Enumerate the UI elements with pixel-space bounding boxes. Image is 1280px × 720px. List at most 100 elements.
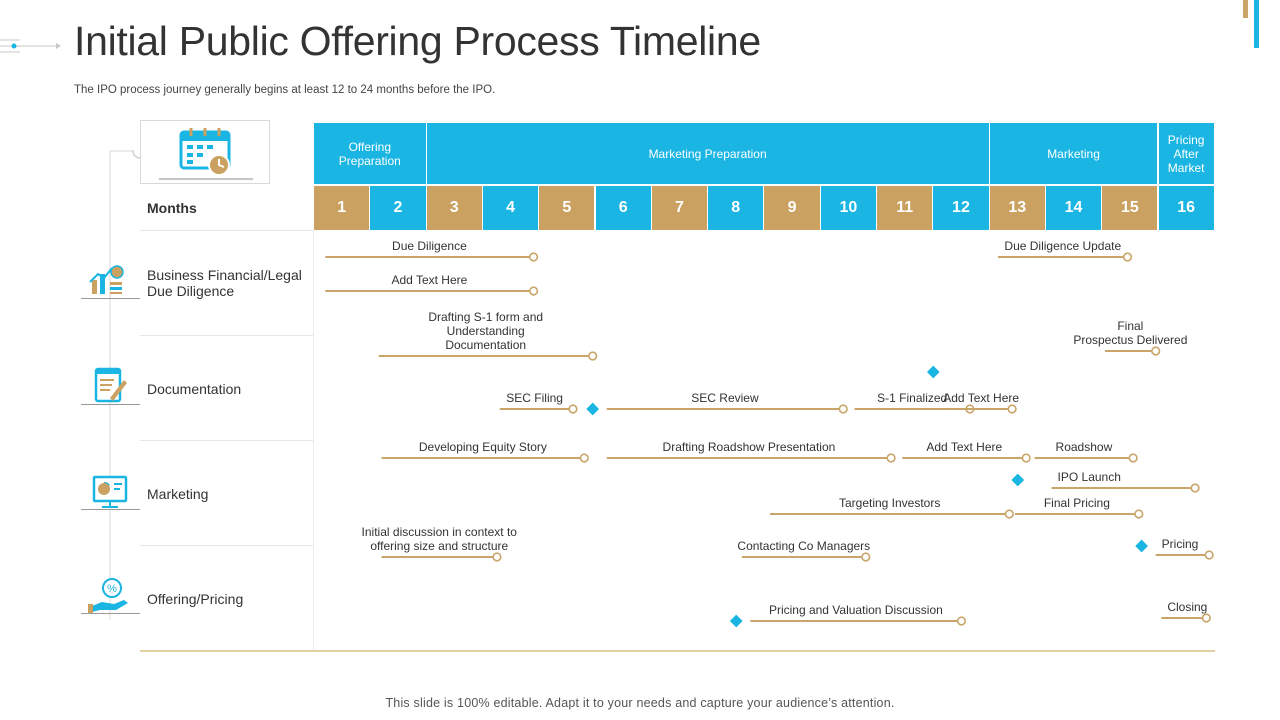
timeline-task: Closing	[1161, 600, 1211, 623]
task-label: Due Diligence Update	[1004, 239, 1121, 253]
milestone-diamond	[1135, 539, 1148, 553]
task-label: Closing	[1167, 600, 1207, 614]
row-separator	[140, 440, 313, 441]
hand-percent-icon: %	[88, 578, 128, 613]
row-separator	[140, 545, 313, 546]
milestone-diamond	[926, 365, 940, 379]
timeline-task: Drafting Roadshow Presentation	[606, 440, 896, 463]
month-cell: 13	[989, 186, 1046, 230]
task-label: Add Text Here	[926, 440, 1002, 454]
task-end-marker	[838, 404, 848, 414]
milestone-diamond	[586, 402, 600, 416]
month-cell: 8	[708, 186, 765, 230]
svg-text:%: %	[107, 583, 117, 595]
task-label: Add Text Here	[943, 391, 1019, 405]
task-end-marker	[1122, 252, 1133, 262]
task-label: S-1 Finalized	[877, 391, 947, 405]
task-end-marker	[528, 252, 539, 262]
timeline-task: Due Diligence Update	[998, 239, 1133, 262]
phase-header-cell: Offering Preparation	[314, 123, 427, 184]
month-cell: 11	[877, 186, 934, 230]
task-end-marker	[1007, 404, 1017, 414]
month-cell: 15	[1102, 186, 1159, 230]
task-end-marker	[528, 286, 539, 296]
task-label: Final Pricing	[1044, 496, 1110, 510]
month-cell: 3	[426, 186, 483, 230]
icon-underline	[81, 404, 140, 405]
task-label: Pricing	[1162, 537, 1199, 551]
month-cell: 14	[1045, 186, 1103, 230]
category-label: Documentation	[147, 381, 242, 397]
month-cell: 2	[370, 186, 427, 230]
task-label: SEC Filing	[506, 391, 563, 405]
month-cell: 6	[595, 186, 652, 230]
timeline-task: Roadshow	[1034, 440, 1138, 463]
calendar-box	[140, 120, 270, 184]
task-end-marker	[492, 552, 502, 562]
month-cell: 10	[820, 186, 877, 230]
calendar-clock-icon	[159, 128, 253, 180]
task-end-marker	[588, 351, 598, 361]
category-label: Business Financial/Legal Due Diligence	[147, 267, 302, 299]
task-label: Contacting Co Managers	[737, 539, 870, 553]
task-end-marker	[965, 404, 975, 414]
month-cell: 1	[314, 186, 371, 230]
task-end-marker	[1201, 613, 1211, 623]
task-end-marker	[1128, 453, 1138, 463]
row-separator	[140, 230, 313, 231]
task-end-marker	[886, 453, 896, 463]
milestone-diamond	[729, 614, 743, 628]
month-cell: 7	[651, 186, 709, 230]
icon-underline	[81, 298, 140, 299]
phase-header-cell: Marketing	[989, 123, 1159, 184]
category-label: Marketing	[147, 486, 209, 502]
decorative-bar-tan	[1243, 0, 1248, 18]
months-label: Months	[147, 200, 197, 216]
presentation-chart-icon	[92, 475, 128, 508]
category-label: Offering/Pricing	[147, 591, 244, 607]
timeline-task: IPO Launch	[1051, 470, 1200, 493]
decorative-bar-blue	[1254, 0, 1259, 48]
timeline-task: SEC Review	[606, 391, 848, 414]
task-label: Pricing and Valuation Discussion	[769, 603, 943, 617]
task-end-marker	[956, 616, 967, 626]
task-end-marker	[1134, 509, 1144, 519]
task-end-marker	[1151, 346, 1161, 356]
timeline-task: Pricing	[1155, 537, 1214, 560]
icon-underline	[81, 613, 140, 614]
task-end-marker	[861, 552, 871, 562]
timeline-task: Developing Equity Story	[381, 440, 589, 463]
task-label: Developing Equity Story	[419, 440, 547, 454]
task-label: IPO Launch	[1058, 470, 1121, 484]
task-label: Drafting Roadshow Presentation	[663, 440, 836, 454]
footer-note: This slide is 100% editable. Adapt it to…	[385, 696, 895, 710]
task-end-marker	[1190, 483, 1200, 493]
month-cell: 4	[482, 186, 540, 230]
timeline-task: Contacting Co Managers	[737, 539, 871, 562]
timeline-task: Add Text Here	[325, 273, 539, 296]
task-label: Targeting Investors	[839, 496, 940, 510]
decorative-connector	[0, 39, 61, 53]
document-pen-icon	[94, 367, 127, 403]
month-cell: 16	[1158, 186, 1215, 230]
finance-chart-icon	[89, 265, 124, 294]
phase-header-cell: Pricing After Market	[1158, 123, 1215, 184]
timeline-task: Targeting Investors	[770, 496, 1014, 519]
task-label: SEC Review	[691, 391, 759, 405]
milestone-diamond	[1011, 473, 1025, 487]
task-label: Add Text Here	[392, 273, 468, 287]
task-end-marker	[1021, 453, 1031, 463]
timeline-task: S-1 Finalized	[854, 391, 975, 414]
task-end-marker	[1004, 509, 1014, 519]
month-cell: 12	[933, 186, 990, 230]
icon-underline	[81, 509, 140, 510]
timeline-task: Add Text Here	[902, 440, 1031, 463]
task-end-marker	[568, 404, 578, 414]
